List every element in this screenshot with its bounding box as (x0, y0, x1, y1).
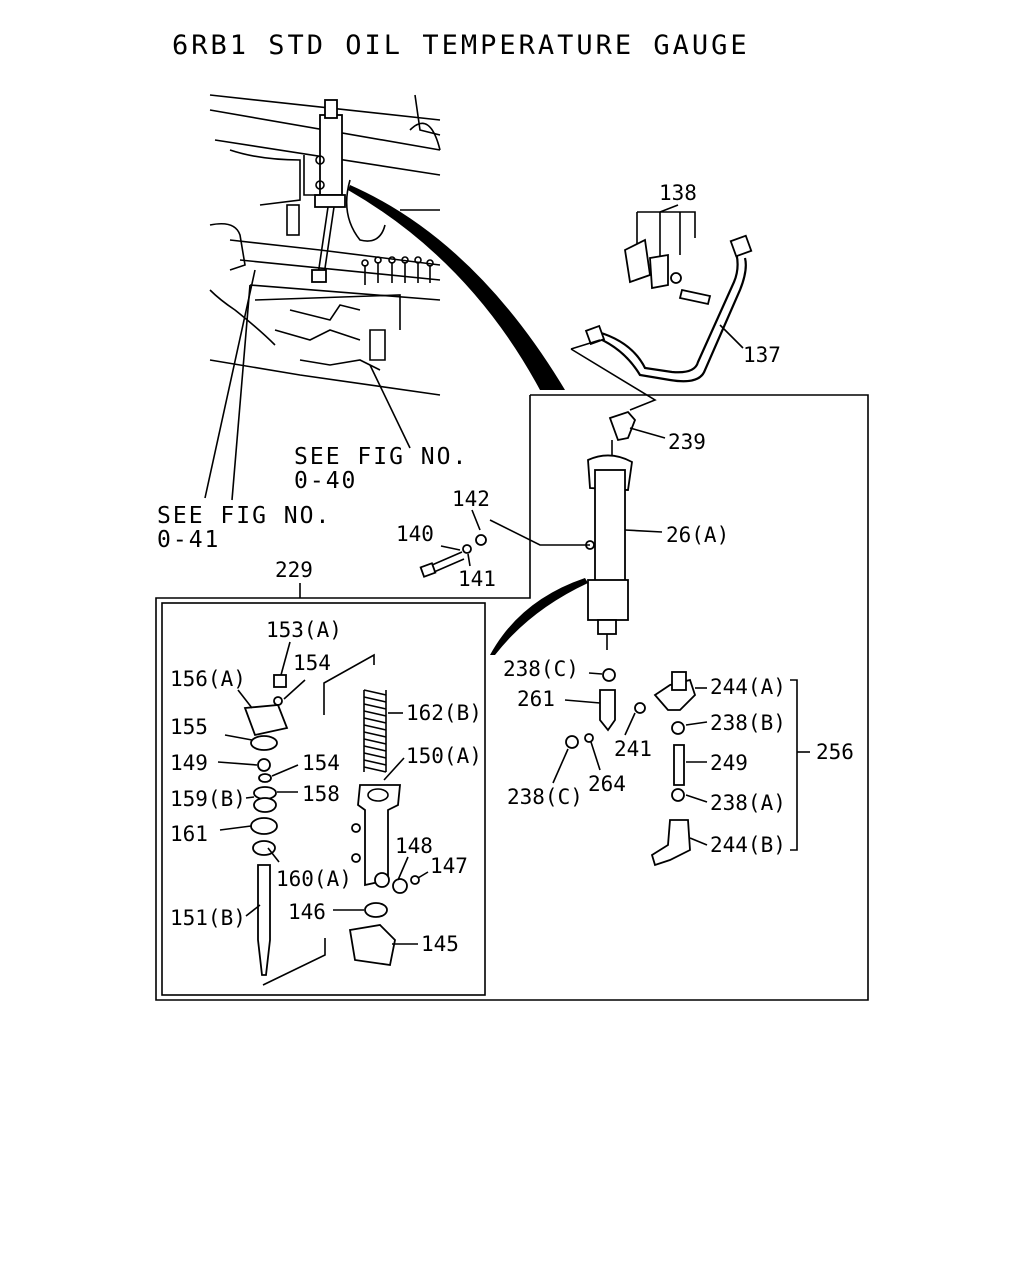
callout-241: 241 (614, 737, 652, 761)
callout-249: 249 (710, 751, 748, 775)
callout-146: 146 (288, 900, 326, 924)
detail-pointer-arrow (348, 185, 565, 390)
callout-158: 158 (302, 782, 340, 806)
callout-142: 142 (452, 487, 490, 511)
ref-0-41-leader (204, 269, 256, 499)
callout-145: 145 (421, 932, 459, 956)
ref-0-40-line2: 0-40 (294, 468, 357, 494)
callout-160a: 160(A) (276, 867, 352, 891)
callout-238a: 238(A) (710, 791, 786, 815)
callout-229: 229 (275, 558, 313, 582)
engine-sketch (209, 94, 441, 396)
ref-0-41-line2: 0-41 (157, 527, 220, 553)
bolt-140 (419, 534, 487, 578)
callout-154-top: 154 (293, 651, 331, 675)
callout-238b: 238(B) (710, 711, 786, 735)
callout-153a: 153(A) (266, 618, 342, 642)
callout-244b: 244(B) (710, 833, 786, 857)
reference-labels: SEE FIG NO. 0-40 SEE FIG NO. 0-41 (157, 444, 468, 553)
pipe-137 (570, 234, 753, 411)
callout-155: 155 (170, 715, 208, 739)
callout-148: 148 (395, 834, 433, 858)
callout-140: 140 (396, 522, 434, 546)
callout-238c-bottom: 238(C) (507, 785, 583, 809)
callout-238c-top: 238(C) (503, 657, 579, 681)
callout-162b: 162(B) (406, 701, 482, 725)
callout-151b: 151(B) (170, 906, 246, 930)
callout-26a: 26(A) (666, 523, 729, 547)
diagram-title: 6RB1 STD OIL TEMPERATURE GAUGE (172, 30, 750, 61)
bracket-138 (624, 211, 712, 306)
callout-239: 239 (668, 430, 706, 454)
callout-161: 161 (170, 822, 208, 846)
assembly-229-parts (243, 653, 420, 986)
elbow-239 (608, 410, 637, 455)
callout-264: 264 (588, 772, 626, 796)
callout-159b: 159(B) (170, 787, 246, 811)
detail-pointer-arrow-2 (490, 578, 588, 655)
ref-0-40-line1: SEE FIG NO. (294, 444, 468, 470)
callout-261: 261 (517, 687, 555, 711)
callout-141: 141 (458, 567, 496, 591)
callout-256: 256 (816, 740, 854, 764)
sender-26a (489, 454, 633, 650)
ref-0-41-line1: SEE FIG NO. (157, 503, 331, 529)
part-callouts: 138 137 239 142 140 141 26(A) 229 153(A)… (170, 181, 854, 956)
detail-frame (155, 394, 869, 1001)
assembly-229-frame (161, 602, 486, 996)
callout-138: 138 (659, 181, 697, 205)
callout-149: 149 (170, 751, 208, 775)
assembly-256-parts (565, 668, 697, 867)
ref-0-40-leader (369, 364, 411, 449)
callout-147: 147 (430, 854, 468, 878)
callout-156a: 156(A) (170, 667, 246, 691)
callout-137: 137 (743, 343, 781, 367)
callout-154-mid: 154 (302, 751, 340, 775)
leader-lines (217, 204, 810, 945)
callout-150a: 150(A) (406, 744, 482, 768)
callout-244a: 244(A) (710, 675, 786, 699)
